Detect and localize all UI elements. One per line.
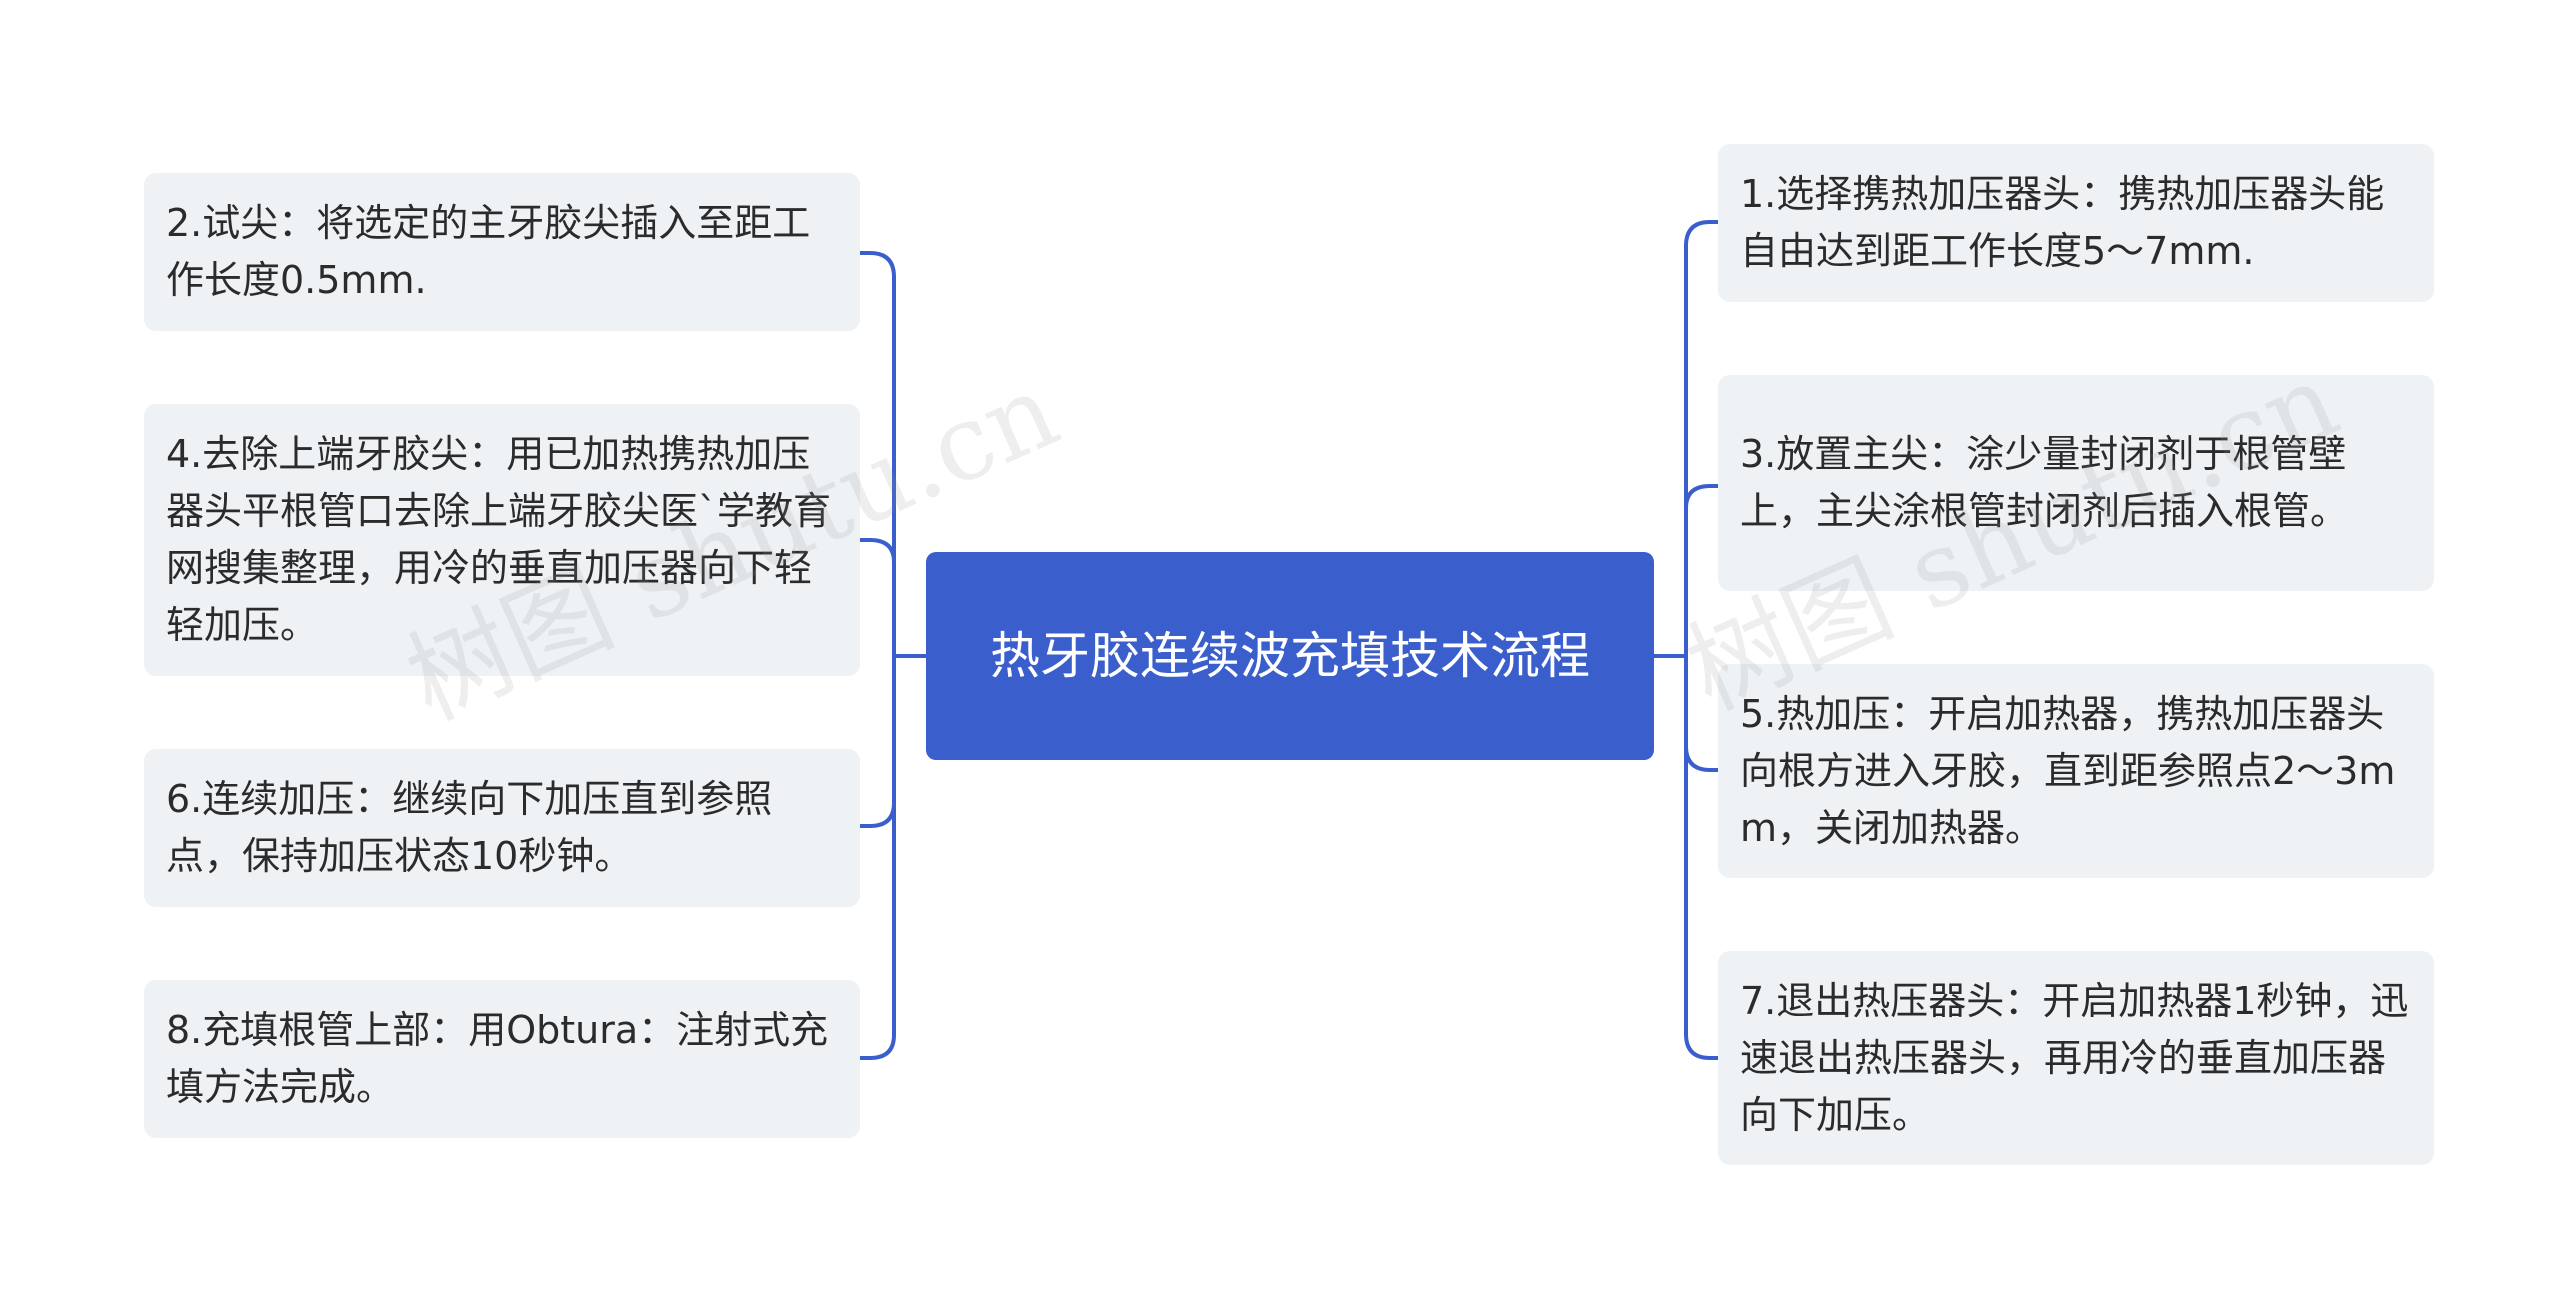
left-branch-node-4[interactable]: 8.充填根管上部：用Obtura：注射式充填方法完成。 xyxy=(144,980,860,1138)
root-topic-title: 热牙胶连续波充填技术流程 xyxy=(990,627,1590,685)
right-branch-node-2-text: 3.放置主尖：涂少量封闭剂于根管壁上，主尖涂根管封闭剂后插入根管。 xyxy=(1740,432,2349,533)
connector-right-branch-3 xyxy=(1684,744,1720,772)
right-branch-node-3[interactable]: 5.热加压：开启加热器，携热加压器头向根方进入牙胶，直到距参照点2～3mm，关闭… xyxy=(1718,664,2434,878)
connector-right-branch-2 xyxy=(1684,484,1720,510)
left-branch-node-3[interactable]: 6.连续加压：继续向下加压直到参照点，保持加压状态10秒钟。 xyxy=(144,749,860,907)
connector-left-branch-4 xyxy=(858,1033,896,1060)
connector-right-branch-1 xyxy=(1684,220,1720,248)
connector-left-branch-1 xyxy=(858,251,896,279)
root-topic[interactable]: 热牙胶连续波充填技术流程 xyxy=(926,552,1654,760)
left-branch-node-2-text: 4.去除上端牙胶尖：用已加热携热加压器头平根管口去除上端牙胶尖医`学教育网搜集整… xyxy=(166,432,832,647)
right-branch-node-3-text: 5.热加压：开启加热器，携热加压器头向根方进入牙胶，直到距参照点2～3mm，关闭… xyxy=(1740,691,2396,850)
left-branch-node-3-text: 6.连续加压：继续向下加压直到参照点，保持加压状态10秒钟。 xyxy=(166,777,773,878)
right-branch-node-4-text: 7.退出热压器头：开启加热器1秒钟，迅速退出热压器头，再用冷的垂直加压器向下加压… xyxy=(1740,978,2409,1137)
left-branch-node-1-text: 2.试尖：将选定的主牙胶尖插入至距工作长度0.5mm. xyxy=(166,201,811,302)
right-branch-node-1-text: 1.选择携热加压器头：携热加压器头能自由达到距工作长度5～7mm. xyxy=(1740,172,2385,273)
connector-left-branch-2 xyxy=(858,538,896,564)
left-branch-node-1[interactable]: 2.试尖：将选定的主牙胶尖插入至距工作长度0.5mm. xyxy=(144,173,860,331)
left-branch-node-2[interactable]: 4.去除上端牙胶尖：用已加热携热加压器头平根管口去除上端牙胶尖医`学教育网搜集整… xyxy=(144,404,860,676)
left-branch-node-4-text: 8.充填根管上部：用Obtura：注射式充填方法完成。 xyxy=(166,1008,829,1109)
connector-left-branch-3 xyxy=(858,801,896,828)
right-branch-node-4[interactable]: 7.退出热压器头：开启加热器1秒钟，迅速退出热压器头，再用冷的垂直加压器向下加压… xyxy=(1718,951,2434,1165)
right-branch-node-2[interactable]: 3.放置主尖：涂少量封闭剂于根管壁上，主尖涂根管封闭剂后插入根管。 xyxy=(1718,375,2434,591)
connector-right-branch-4 xyxy=(1684,1032,1720,1060)
right-branch-node-1[interactable]: 1.选择携热加压器头：携热加压器头能自由达到距工作长度5～7mm. xyxy=(1718,144,2434,302)
